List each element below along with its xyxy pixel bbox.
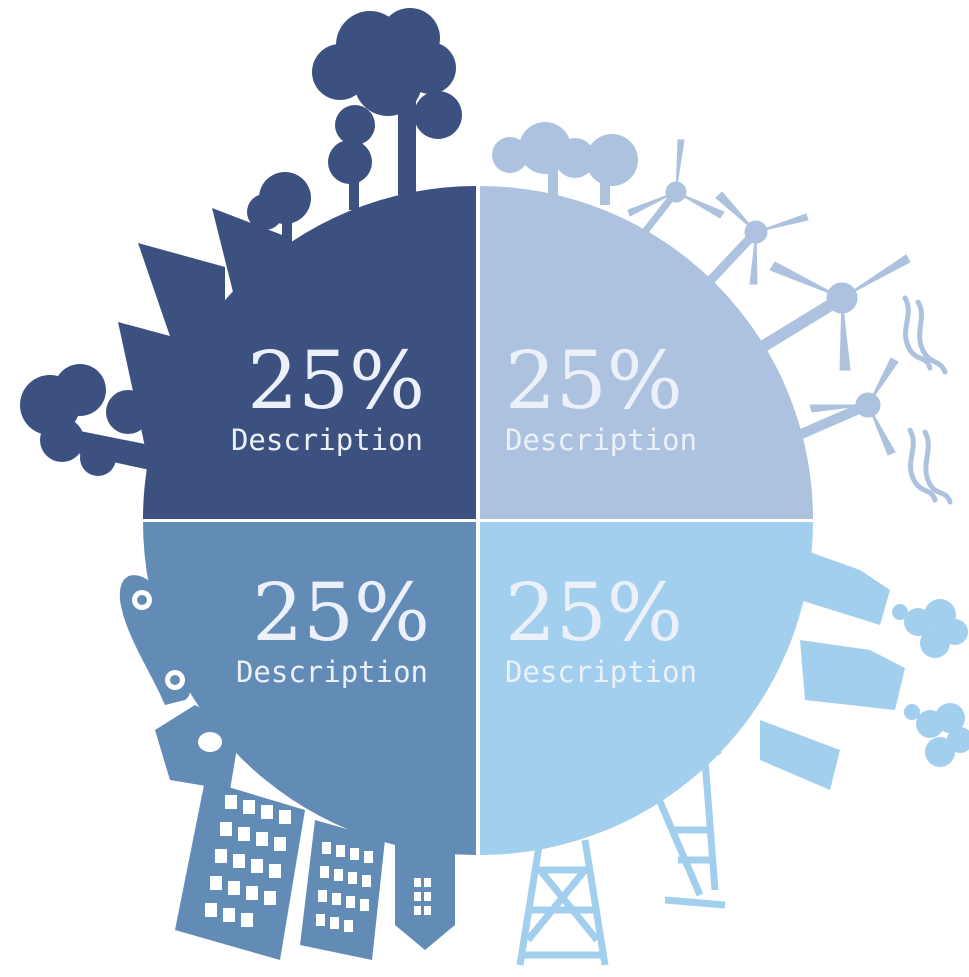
quadrant-city-value: 25% [252,566,430,659]
wind-turbine-icon [790,357,899,456]
wind-turbine-icon [627,139,725,241]
quadrant-nature-label: Description [231,423,423,457]
tree-icon [20,364,150,476]
quadrant-nature-slice [143,186,476,519]
wind-waves-icon [902,295,953,505]
factory-icon [118,208,290,470]
wind-turbine-icon [704,191,809,287]
smoke-cloud-icon [904,703,969,767]
smoke-cloud-icon [892,599,968,658]
quadrant-industry: 25% Description [480,522,969,966]
quadrant-industry-slice [480,522,813,855]
building-icon [395,845,455,950]
quadrant-wind: 25% Description [480,122,953,519]
quadrant-wind-label: Description [505,423,697,457]
quadrant-city-label: Description [236,655,428,689]
quadrant-industry-value: 25% [505,566,683,659]
tree-icon [312,8,462,210]
tree-icon [247,172,311,245]
building-icon [155,705,240,790]
quadrant-city: 25% Description [119,522,476,960]
smokestack-icon [760,545,905,790]
quadrant-industry-label: Description [505,655,697,689]
building-icon [300,820,385,960]
quadrant-wind-value: 25% [505,334,683,427]
quadrant-nature: 25% Description [20,8,476,519]
quadrant-nature-value: 25% [247,334,425,427]
building-icon [175,780,305,960]
tree-icon [492,122,638,205]
quadrant-wind-slice [480,186,813,519]
quadrant-city-slice [143,522,476,855]
car-icon [119,575,191,705]
oil-pump-icon [638,747,726,909]
wind-turbine-icon [758,254,911,371]
power-pylon-icon [516,839,609,966]
